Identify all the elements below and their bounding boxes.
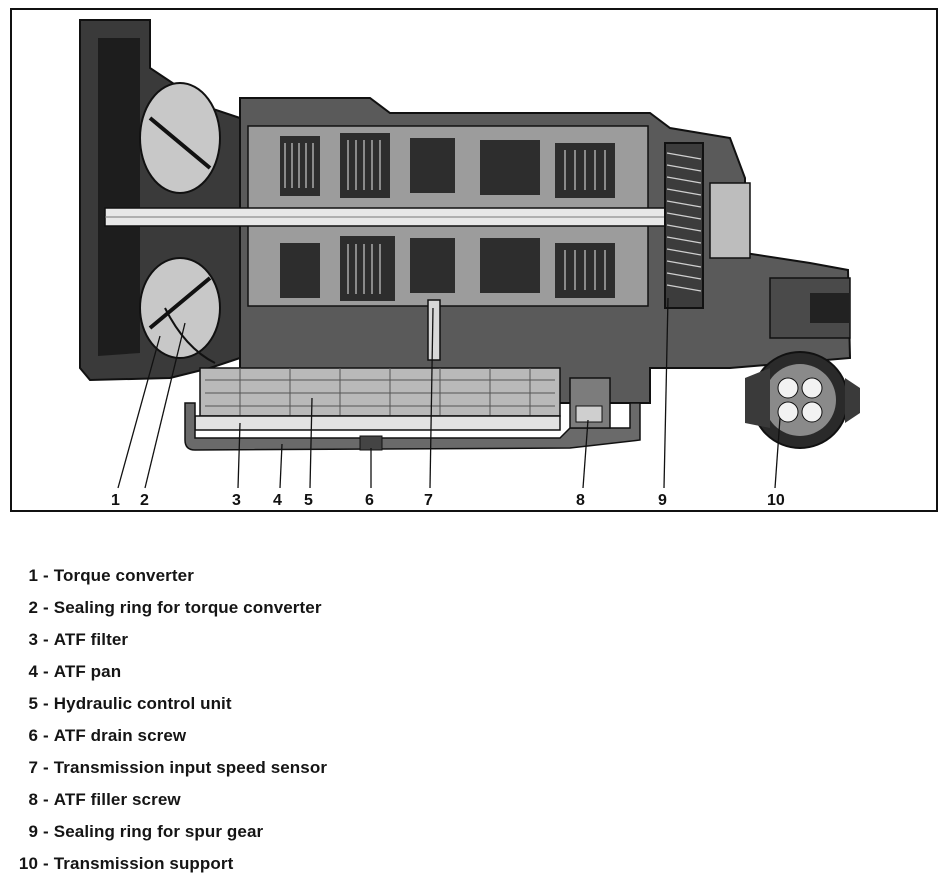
legend-description: ATF filler screw (53, 790, 181, 809)
legend-number: 3 (28, 630, 38, 649)
legend-separator: - (43, 598, 49, 617)
legend-separator: - (43, 726, 49, 745)
legend-description: Transmission input speed sensor (53, 758, 328, 777)
callout-number-4: 4 (273, 492, 282, 509)
legend-item: 4-ATF pan (10, 656, 610, 688)
legend-item: 9-Sealing ring for spur gear (10, 816, 610, 848)
legend-item: 6-ATF drain screw (10, 720, 610, 752)
transmission-illustration (79, 19, 860, 451)
legend-description: Torque converter (53, 566, 194, 585)
callout-number-1: 1 (111, 492, 120, 509)
legend-item: 1-Torque converter (10, 560, 610, 592)
legend-description: Sealing ring for spur gear (53, 822, 264, 841)
transmission-cutaway-diagram: 1 2 3 4 5 6 7 8 9 10 (10, 8, 938, 512)
legend-item: 7-Transmission input speed sensor (10, 752, 610, 784)
legend-description: ATF drain screw (53, 726, 187, 745)
legend-number: 7 (28, 758, 38, 777)
legend-description: Sealing ring for torque converter (53, 598, 322, 617)
legend-number: 10 (18, 854, 38, 873)
callout-number-7: 7 (424, 492, 433, 509)
legend-separator: - (43, 790, 49, 809)
legend-number: 6 (28, 726, 38, 745)
legend-item: 3-ATF filter (10, 624, 610, 656)
legend-number: 9 (28, 822, 38, 841)
legend-item: 10-Transmission support (10, 848, 610, 880)
legend-number: 8 (28, 790, 38, 809)
legend-number: 4 (28, 662, 38, 681)
legend-item: 5-Hydraulic control unit (10, 688, 610, 720)
legend-number: 1 (28, 566, 38, 585)
legend-description: Transmission support (53, 854, 234, 873)
callout-legend: 1-Torque converter 2-Sealing ring for to… (10, 560, 610, 880)
legend-separator: - (43, 822, 49, 841)
legend-item: 2-Sealing ring for torque converter (10, 592, 610, 624)
legend-separator: - (43, 694, 49, 713)
legend-separator: - (43, 758, 49, 777)
legend-description: ATF filter (53, 630, 129, 649)
legend-separator: - (43, 662, 49, 681)
callout-numbers: 1 2 3 4 5 6 7 8 9 10 (111, 492, 785, 509)
legend-description: ATF pan (53, 662, 122, 681)
leader-lines (117, 297, 781, 489)
callout-number-3: 3 (232, 492, 241, 509)
callout-number-2: 2 (140, 492, 149, 509)
callout-number-9: 9 (658, 492, 667, 509)
legend-number: 5 (28, 694, 38, 713)
legend-description: Hydraulic control unit (53, 694, 232, 713)
callout-number-5: 5 (304, 492, 313, 509)
legend-item: 8-ATF filler screw (10, 784, 610, 816)
legend-separator: - (43, 566, 49, 585)
legend-separator: - (43, 630, 49, 649)
legend-separator: - (43, 854, 49, 873)
callout-number-6: 6 (365, 492, 374, 509)
legend-number: 2 (28, 598, 38, 617)
callout-number-8: 8 (576, 492, 585, 509)
callout-number-10: 10 (767, 492, 785, 509)
